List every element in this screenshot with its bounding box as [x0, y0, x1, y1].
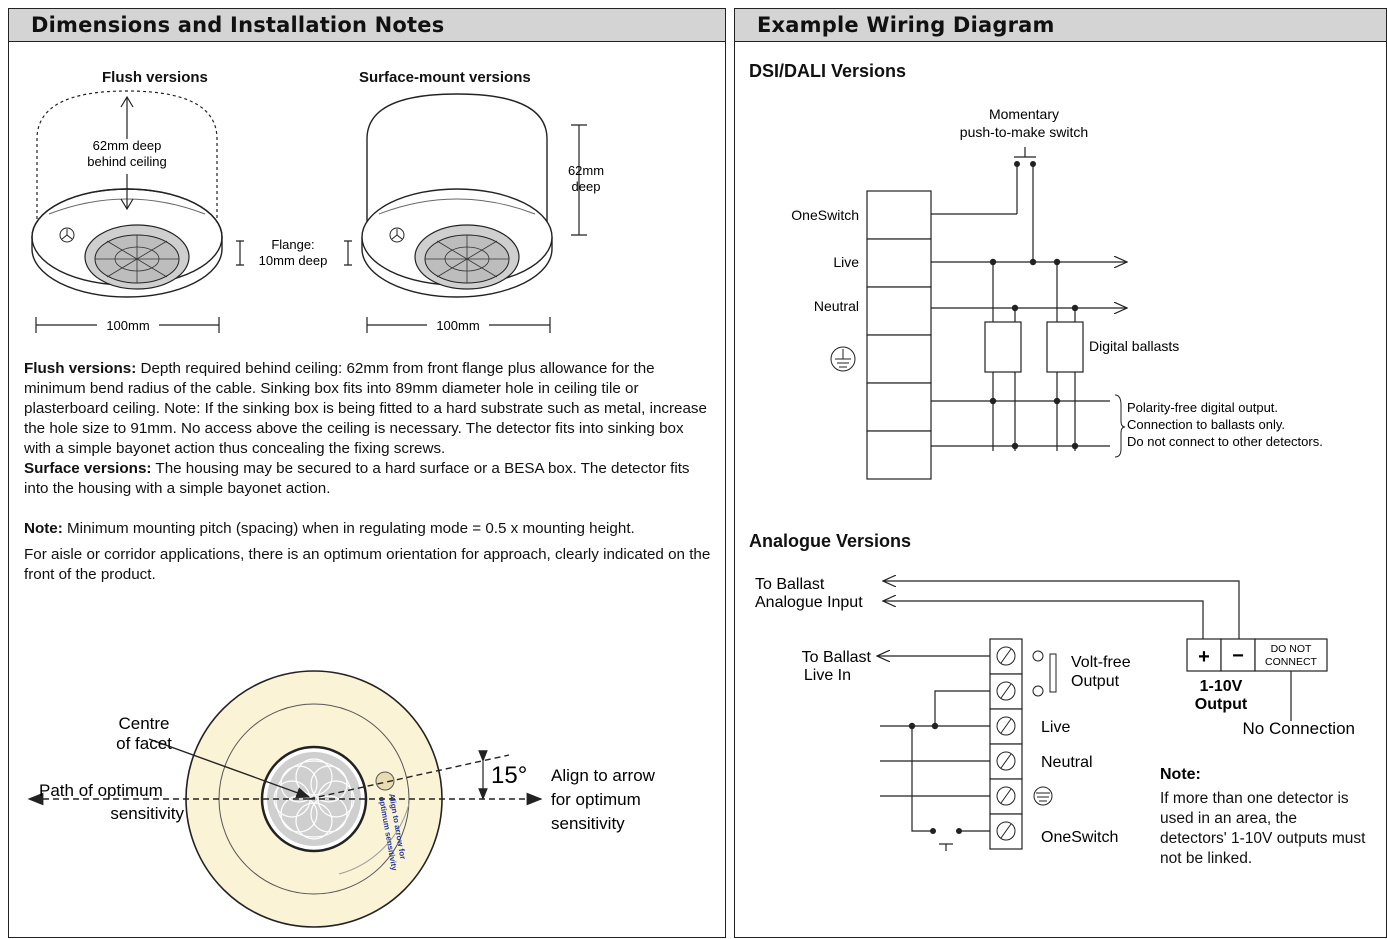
- analogue-terminal-neutral: Neutral: [1041, 754, 1093, 771]
- align-label-line2: for optimum: [551, 790, 641, 809]
- no-connection-label: No Connection: [1243, 719, 1355, 738]
- mounting-pitch-note: Note: Minimum mounting pitch (spacing) w…: [24, 519, 714, 539]
- align-label-line1: Align to arrow: [551, 766, 656, 785]
- path-label-line2: sensitivity: [110, 804, 184, 823]
- switch-label-line2: push-to-make switch: [960, 124, 1088, 140]
- flush-depth-label-line1: 62mm deep: [93, 138, 162, 153]
- do-not-connect-line2: CONNECT: [1265, 656, 1318, 668]
- polarity-label-line2: Connection to ballasts only.: [1127, 417, 1285, 432]
- flange-label-line1: Flange:: [271, 237, 314, 252]
- earth-icon: [830, 346, 856, 372]
- ballast-input-label-line1: To Ballast: [755, 576, 825, 593]
- path-label-line1: Path of optimum: [39, 781, 163, 800]
- output-label-line1: 1-10V: [1200, 678, 1243, 695]
- output-minus-terminal: −: [1232, 645, 1244, 667]
- flush-note-text: Depth required behind ceiling: 62mm from…: [24, 360, 707, 457]
- wiring-panel-title: Example Wiring Diagram: [735, 9, 1386, 42]
- angle-label: 15°: [491, 762, 527, 789]
- flush-note: Flush versions: Depth required behind ce…: [24, 359, 714, 459]
- output-plus-terminal: +: [1198, 646, 1210, 668]
- digital-ballasts-label: Digital ballasts: [1089, 338, 1179, 354]
- surface-depth-label-line2: deep: [572, 179, 601, 194]
- surface-note-text: The housing may be secured to a hard sur…: [24, 460, 690, 497]
- surface-versions-heading: Surface-mount versions: [359, 69, 531, 86]
- live-in-label-line2: Live In: [804, 667, 851, 684]
- flush-width-label: 100mm: [106, 318, 149, 333]
- analogue-terminal-oneswitch: OneSwitch: [1041, 829, 1118, 846]
- centre-facet-label-line2: of facet: [116, 734, 172, 753]
- surface-note: Surface versions: The housing may be sec…: [24, 459, 714, 499]
- flush-versions-heading: Flush versions: [102, 69, 208, 86]
- dsi-terminal-oneswitch: OneSwitch: [791, 207, 859, 223]
- dsi-terminal-neutral: Neutral: [814, 298, 859, 314]
- aisle-note: For aisle or corridor applications, ther…: [24, 546, 711, 583]
- wiring-diagram: Momentary push-to-make switch OneSwitch …: [755, 106, 1355, 851]
- polarity-label-line3: Do not connect to other detectors.: [1127, 434, 1323, 449]
- surface-note-label: Surface versions:: [24, 460, 152, 477]
- analogue-heading: Analogue Versions: [749, 531, 912, 551]
- surface-width-label: 100mm: [436, 318, 479, 333]
- dimensions-panel-title: Dimensions and Installation Notes: [9, 9, 725, 42]
- installation-notes: Flush versions: Depth required behind ce…: [24, 359, 714, 585]
- mounting-pitch-note-label: Note:: [24, 520, 63, 537]
- dsi-terminal-live: Live: [833, 254, 859, 270]
- analogue-earth-icon: [1033, 786, 1053, 806]
- analogue-note-body: If more than one detector is used in an …: [1160, 790, 1366, 867]
- polarity-label-line1: Polarity-free digital output.: [1127, 400, 1278, 415]
- flange-label-line2: 10mm deep: [259, 253, 328, 268]
- live-in-label-line1: To Ballast: [802, 649, 872, 666]
- flush-depth-label-line2: behind ceiling: [87, 154, 167, 169]
- analogue-note-heading: Note:: [1160, 766, 1201, 783]
- dimensions-panel: Dimensions and Installation Notes Flush …: [8, 8, 726, 938]
- surface-depth-label-line1: 62mm: [568, 163, 604, 178]
- align-label-line3: sensitivity: [551, 814, 625, 833]
- ballast-input-label-line2: Analogue Input: [755, 594, 863, 611]
- analogue-terminal-live: Live: [1041, 719, 1070, 736]
- detector-dimension-drawing: 62mm deep behind ceiling Flange: 10mm de…: [31, 90, 604, 333]
- mounting-pitch-note-text: Minimum mounting pitch (spacing) when in…: [62, 520, 635, 537]
- volt-free-label-line1: Volt-free: [1071, 654, 1131, 671]
- flush-note-label: Flush versions:: [24, 360, 137, 377]
- wiring-panel: Example Wiring Diagram DSI/DALI Versions…: [734, 8, 1387, 938]
- volt-free-label-line2: Output: [1071, 673, 1120, 690]
- do-not-connect-line1: DO NOT: [1271, 643, 1312, 655]
- orientation-diagram: Align to arrow for optimum sensitivity C…: [27, 670, 656, 928]
- switch-label-line1: Momentary: [989, 106, 1059, 122]
- centre-facet-label-line1: Centre: [118, 714, 169, 733]
- output-label-line2: Output: [1195, 696, 1248, 713]
- dsi-dali-heading: DSI/DALI Versions: [749, 61, 907, 81]
